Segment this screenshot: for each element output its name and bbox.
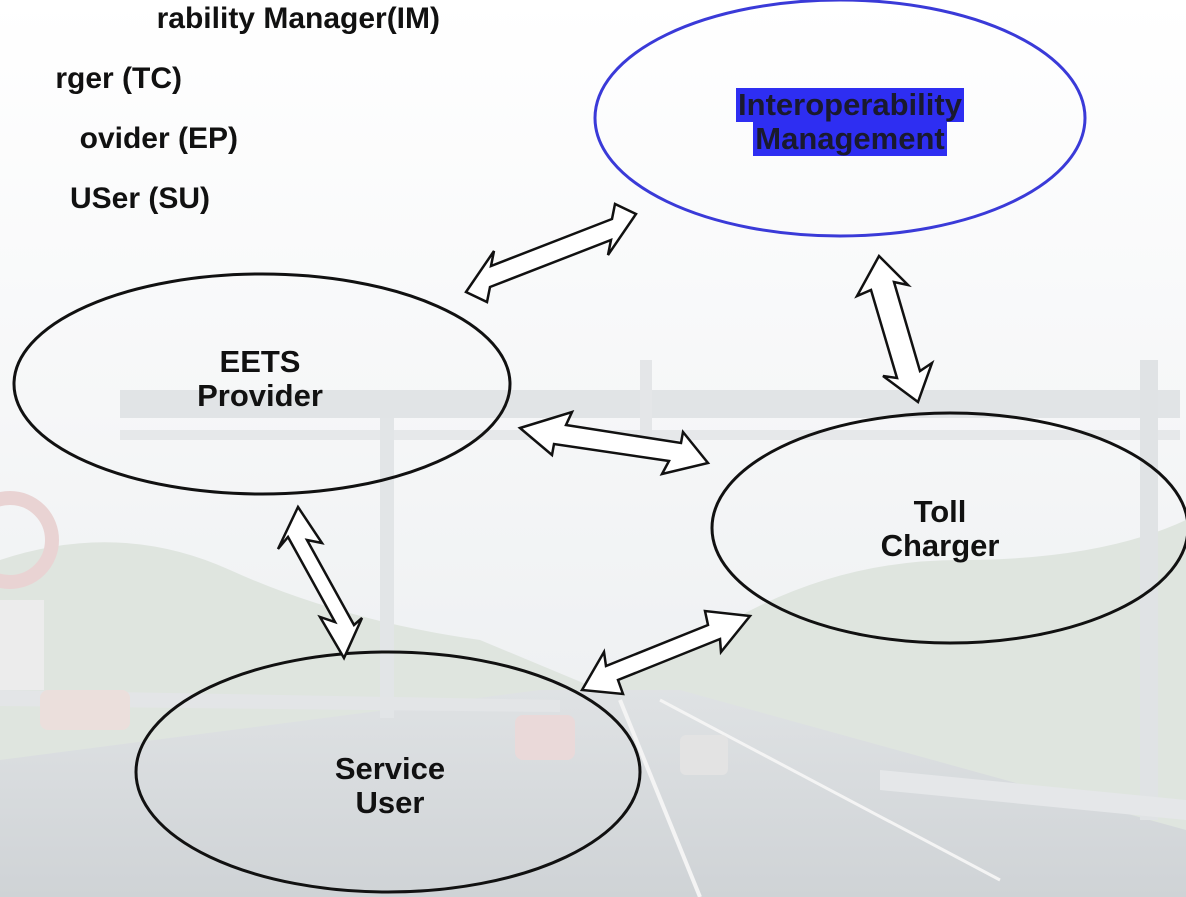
toll-charger-ellipse [710,411,1186,645]
eets-label-line2: Provider [197,378,323,413]
arrow-im-toll [854,253,935,405]
legend-item-ep: ovider (EP) [79,122,238,155]
toll-charger-label: Toll Charger [840,495,1040,563]
service-user-ellipse [134,650,642,894]
user-label-line2: User [355,785,425,820]
interoperability-management-label: Interoperability Management [680,88,1020,156]
eets-provider-label: EETS Provider [160,345,360,413]
arrow-eets-user [276,504,364,661]
eets-provider-ellipse [12,272,512,496]
toll-label-line1: Toll [913,494,967,529]
im-label-line1: Interoperability [736,87,964,122]
legend-item-im: rability Manager(IM) [156,2,440,35]
interoperability-ellipse [593,0,1087,238]
toll-label-line2: Charger [880,528,1000,563]
legend-list: rability Manager(IM) rger (TC) ovider (E… [0,0,560,240]
legend-item-tc: rger (TC) [55,62,182,95]
arrow-eets-toll [517,409,711,476]
service-user-label: Service User [290,752,490,820]
eets-label-line1: EETS [219,344,301,379]
legend-item-su: USer (SU) [69,182,210,215]
im-label-line2: Management [753,121,947,156]
arrow-user-toll [579,609,753,696]
user-label-line1: Service [334,751,446,786]
arrow-eets-im [464,202,638,304]
